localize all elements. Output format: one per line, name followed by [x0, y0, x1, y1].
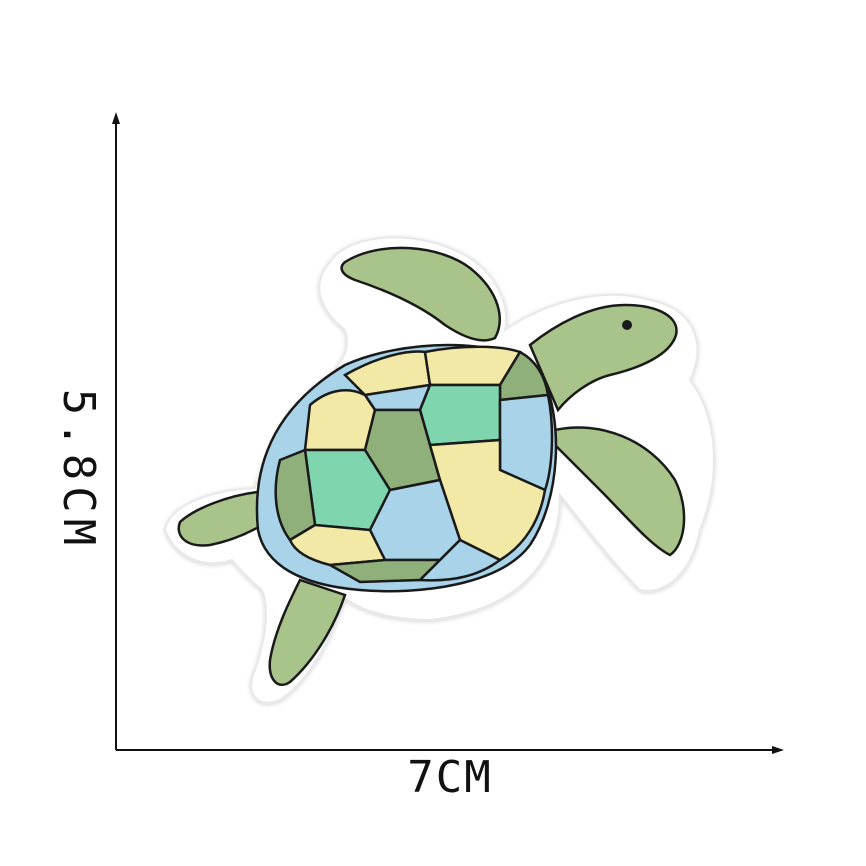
back-left-flipper	[177, 490, 272, 547]
horizontal-axis-arrow-icon	[772, 746, 784, 754]
shell-scutes	[274, 345, 554, 584]
front-top-flipper	[340, 246, 501, 342]
width-dimension-label: 7CM	[407, 752, 493, 803]
back-bottom-flipper	[268, 578, 347, 686]
turtle-head	[528, 303, 678, 413]
vertical-axis-arrow-icon	[112, 112, 120, 124]
turtle-eye-icon	[622, 320, 632, 330]
front-right-flipper	[553, 426, 686, 557]
